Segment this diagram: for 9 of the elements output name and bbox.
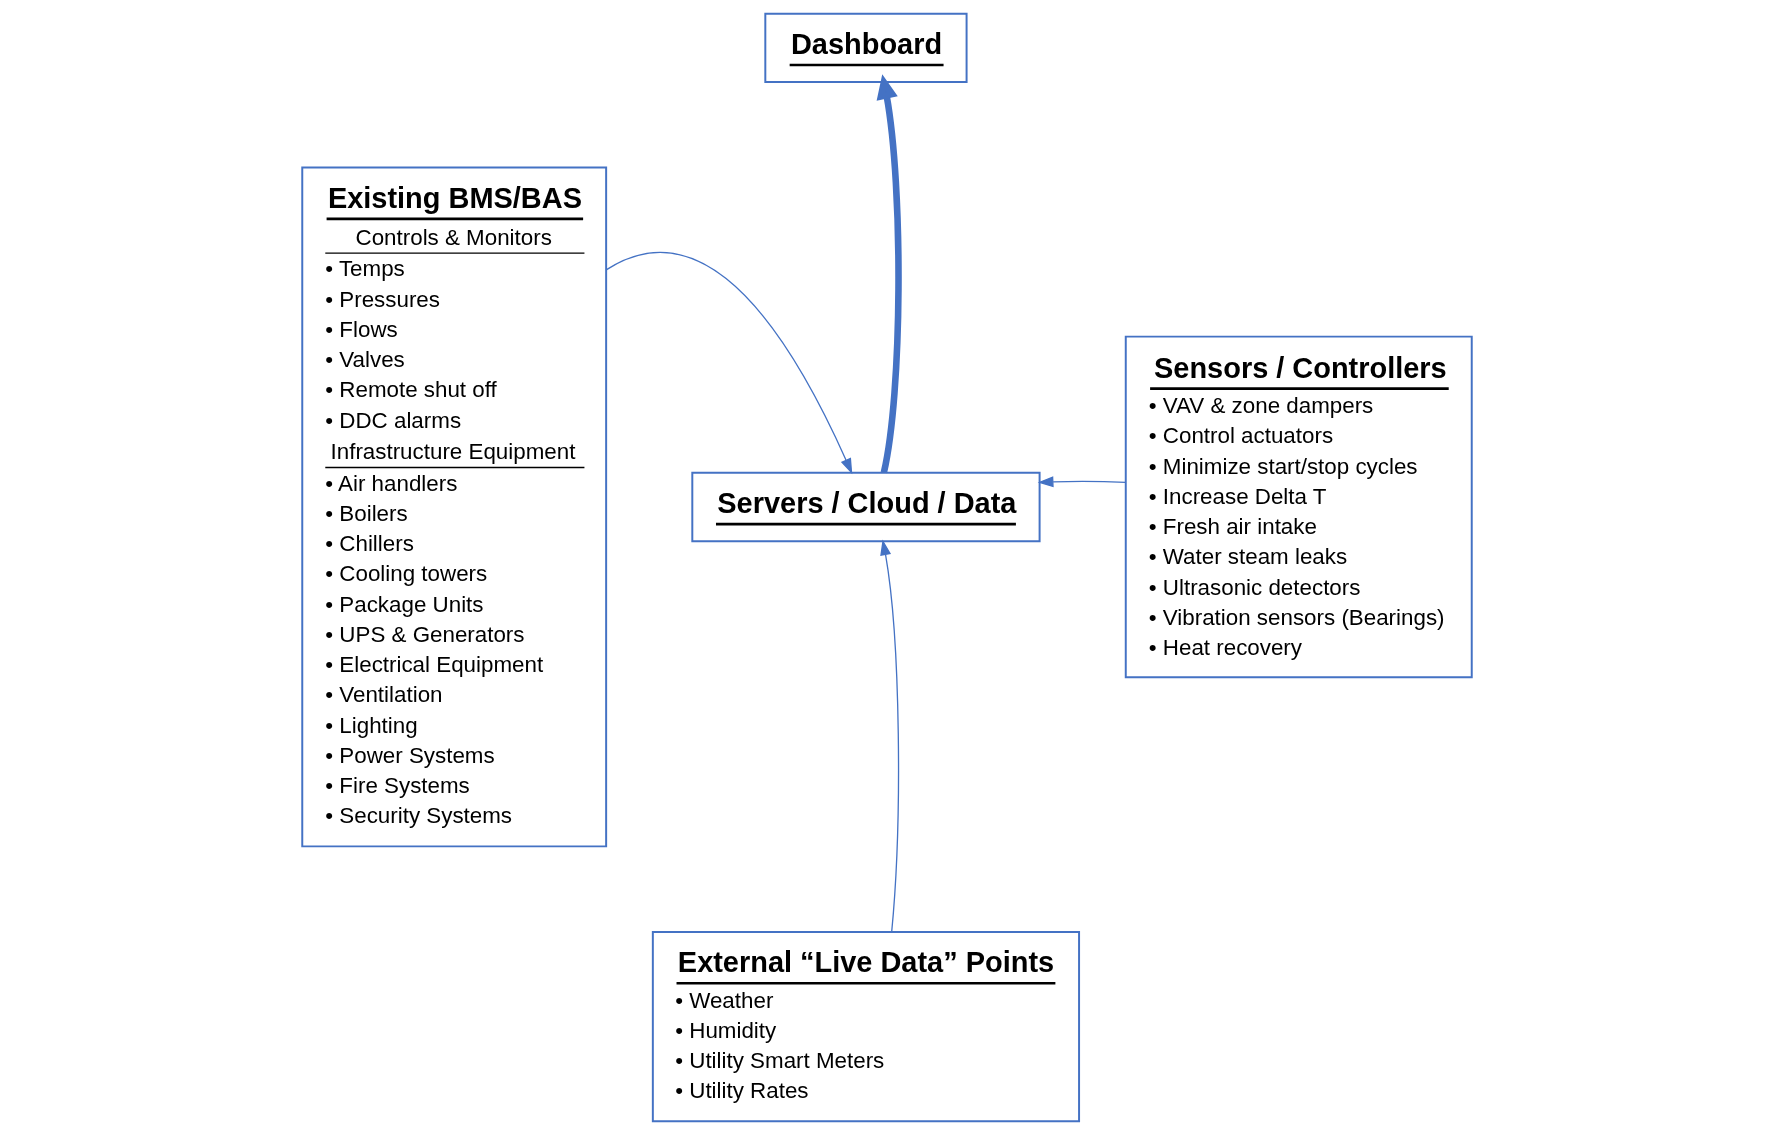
arrow bbox=[605, 252, 852, 475]
arrow bbox=[879, 539, 899, 933]
node-box: Servers / Cloud / Data bbox=[690, 471, 1041, 543]
node-box: External “Live Data” Points • Weather • Humidity • Utility Smart Meters • Utility Rates bbox=[651, 930, 1080, 1123]
arrow bbox=[876, 74, 902, 474]
node-box: Existing BMS/BAS Controls & Monitors • Temps • Pressures • Flows • Valves • Remote shut off • DDC alarms Infrastructure Equipment • Air handlers • Boilers • Chillers • Cooling towers • Package Units • UPS & Generators • Electrical Equipment • Ventilation • Lighting • Power Systems • Fire Systems • Security Systems bbox=[300, 166, 607, 848]
node-box: Sensors / Controllers • VAV & zone dampers • Control actuators • Minimize start/stop cycles • Increase Delta T • Fresh air intake • Water steam leaks • Ultrasonic detectors • Vibration sensors (Bearings) • Heat recovery bbox=[1124, 335, 1473, 679]
arrow bbox=[1037, 476, 1126, 488]
node-box: Dashboard bbox=[763, 12, 968, 84]
